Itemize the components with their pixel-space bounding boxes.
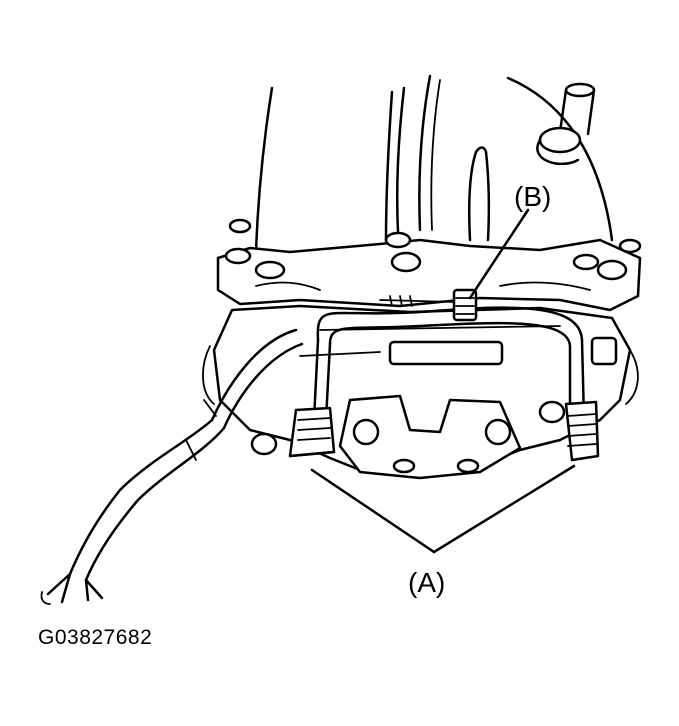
hose-clamp-left — [288, 406, 336, 458]
callout-label-b: (B) — [514, 181, 551, 212]
figure-code: G03827682 — [38, 626, 153, 649]
leader-lines — [310, 208, 576, 554]
callout-label-a: (A) — [408, 567, 445, 598]
shaft-pin — [536, 82, 596, 166]
top-flange — [216, 218, 642, 312]
lower-ports — [250, 336, 618, 480]
dipstick — [468, 146, 491, 242]
hose-clamp-right — [564, 400, 600, 462]
vacuum-hose — [40, 306, 586, 605]
